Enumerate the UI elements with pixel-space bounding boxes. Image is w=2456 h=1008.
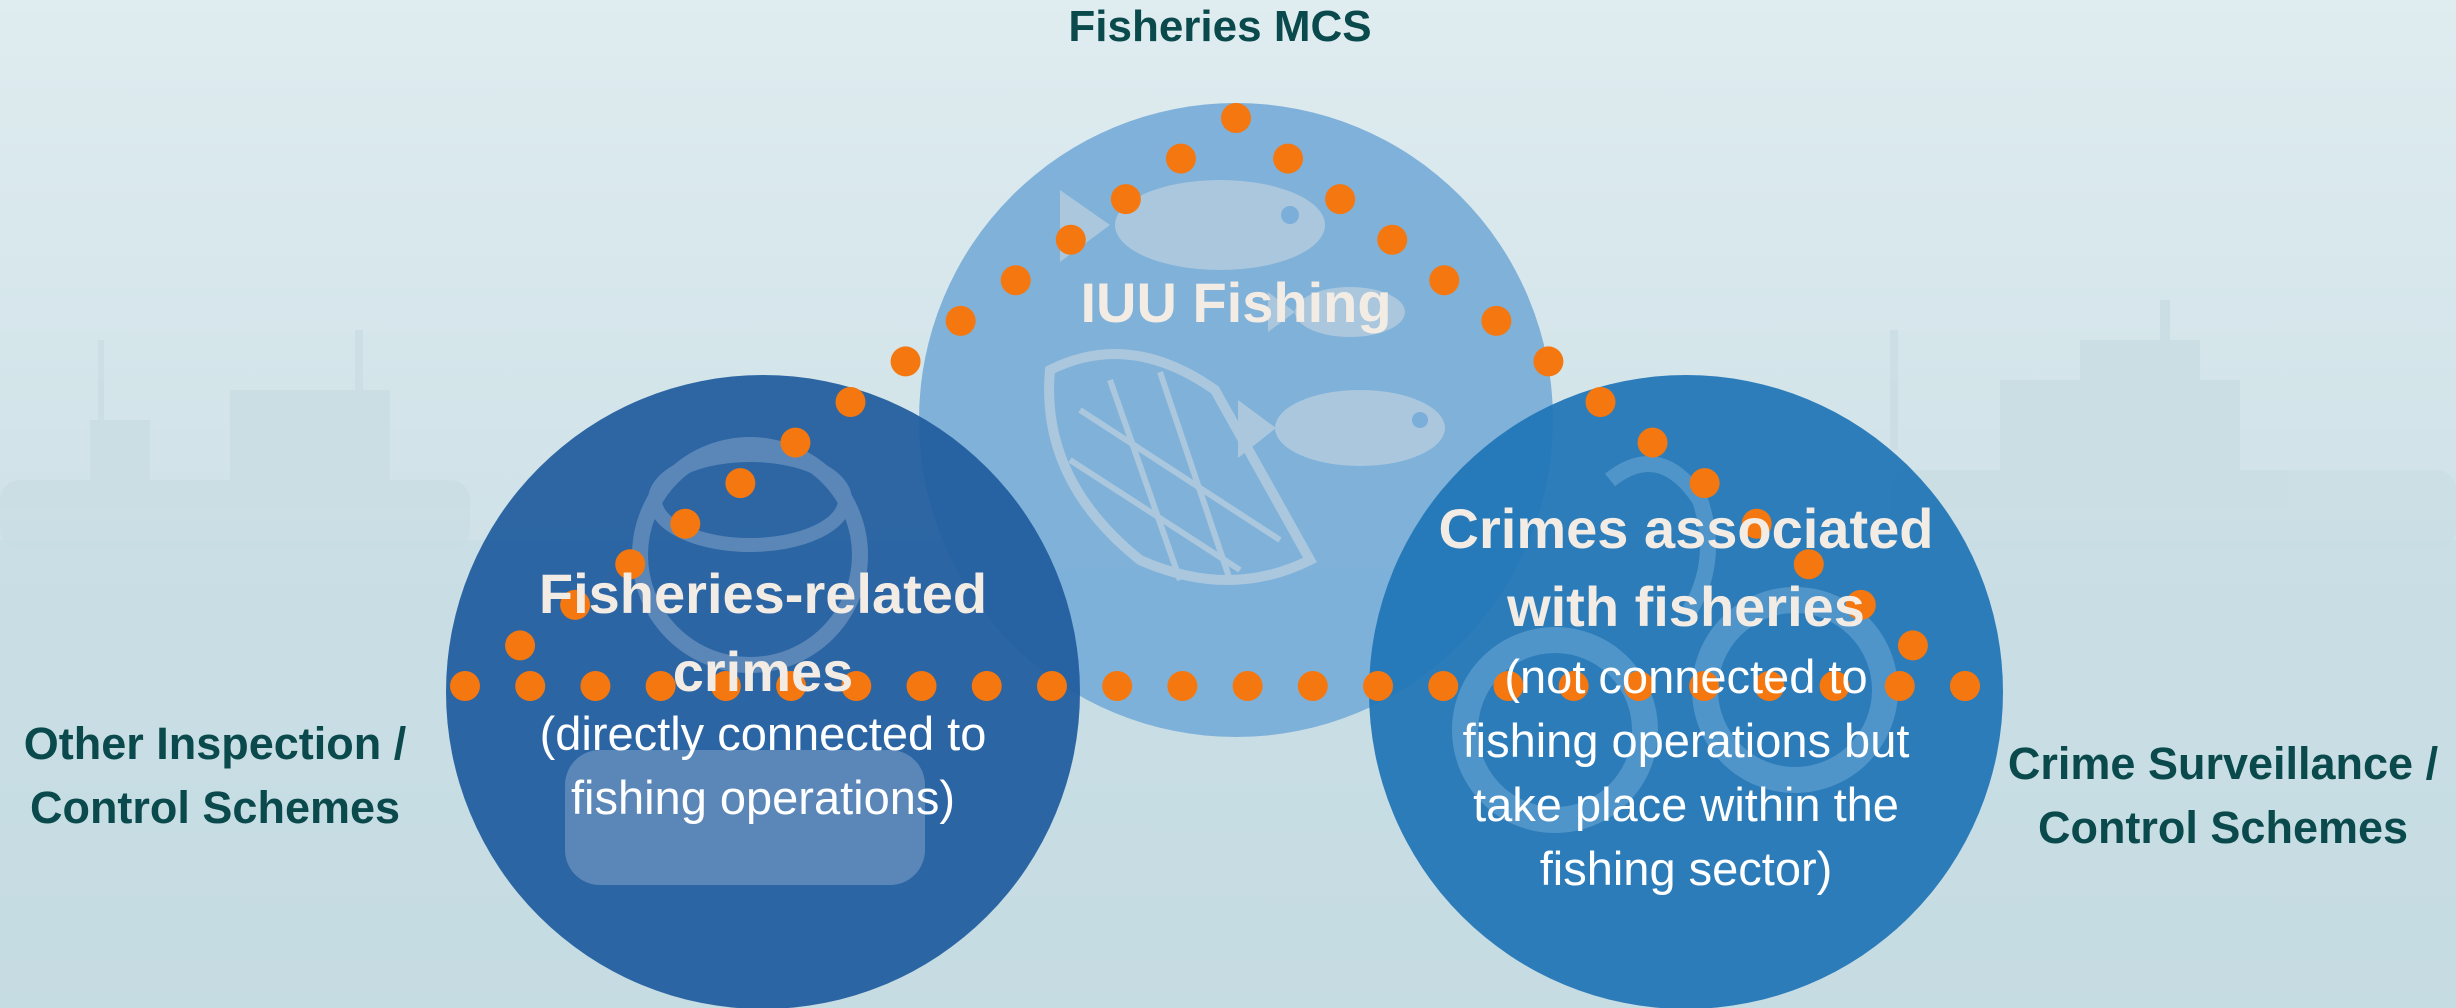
- handcuffs-icon: [1452, 456, 1898, 833]
- label-other-inspection-control: Other Inspection / Control Schemes: [0, 712, 430, 840]
- triangle-dot: [1429, 265, 1460, 296]
- triangle-dot: [1325, 184, 1356, 215]
- crimes-associated-title-line2: with fisheries: [1507, 575, 1865, 638]
- triangle-dot: [1221, 103, 1251, 133]
- triangle-dot: [1055, 224, 1086, 255]
- triangle-dot: [1533, 346, 1564, 377]
- triangle-dot: [1793, 549, 1824, 580]
- triangle-dot: [1000, 265, 1031, 296]
- title-fisheries-mcs: Fisheries MCS: [1068, 2, 1372, 51]
- triangle-dot: [1273, 143, 1304, 174]
- circle-title-fisheries-related: Fisheries-related crimes: [463, 555, 1063, 711]
- triangle-dot: [1167, 671, 1198, 701]
- triangle-dot: [1377, 224, 1408, 255]
- triangle-dot: [1110, 184, 1141, 215]
- crimes-associated-desc-line3: take place within the: [1473, 778, 1899, 831]
- triangle-dot: [580, 671, 611, 701]
- fish-net-icon: [1044, 180, 1445, 585]
- triangle-dot: [1754, 671, 1785, 701]
- triangle-dot: [1585, 387, 1616, 417]
- triangle-dot: [890, 346, 921, 377]
- fisherman-icon: [565, 437, 925, 885]
- fisheries-related-desc-line2: fishing operations): [570, 771, 956, 824]
- triangle-dot: [1363, 671, 1394, 701]
- triangle-dot: [515, 671, 546, 701]
- triangle-dot: [645, 671, 676, 701]
- fisheries-related-title-line2: crimes: [672, 640, 854, 703]
- triangle-dot: [1689, 671, 1720, 701]
- triangle-dot: [1819, 671, 1850, 701]
- triangle-dot: [450, 671, 480, 701]
- triangle-dot: [1741, 508, 1772, 539]
- circle-title-crimes-associated: Crimes associated with fisheries: [1386, 490, 1986, 646]
- triangle-dot: [835, 387, 866, 417]
- label-crime-surveillance-line2: Control Schemes: [2037, 802, 2409, 853]
- triangle-dot: [841, 671, 872, 701]
- circle-crimes-associated: [1369, 375, 2003, 1008]
- triangle-dot: [560, 589, 591, 620]
- background-ship-left-icon: [0, 330, 470, 550]
- triangle-dot: [1428, 671, 1459, 701]
- triangle-dot: [710, 671, 741, 701]
- triangle-dot: [670, 508, 701, 539]
- circle-desc-fisheries-related: (directly connected to fishing operation…: [463, 702, 1063, 830]
- dotted-triangle: [450, 103, 1980, 701]
- triangle-dot: [1950, 671, 1980, 701]
- triangle-dot: [971, 671, 1002, 701]
- fisheries-related-desc-line1: (directly connected to: [539, 707, 987, 760]
- triangle-dot: [776, 671, 807, 701]
- background-ship-right-icon: [1890, 300, 2456, 550]
- triangle-dot: [1102, 671, 1133, 701]
- crimes-associated-desc-line1: (not connected to: [1504, 650, 1868, 703]
- triangle-dot: [1493, 671, 1524, 701]
- circle-desc-crimes-associated: (not connected to fishing operations but…: [1386, 645, 1986, 901]
- triangle-dot: [1232, 671, 1263, 701]
- triangle-dot: [1637, 427, 1668, 458]
- fisheries-related-title-line1: Fisheries-related: [538, 562, 988, 625]
- triangle-dot: [1558, 671, 1589, 701]
- triangle-dot: [725, 468, 756, 499]
- crimes-associated-desc-line4: fishing sector): [1539, 842, 1833, 895]
- triangle-dot: [906, 671, 937, 701]
- triangle-dot: [1165, 143, 1196, 174]
- crimes-associated-desc-line2: fishing operations but: [1462, 714, 1910, 767]
- triangle-dot: [1845, 589, 1876, 620]
- crimes-associated-title-line1: Crimes associated: [1438, 497, 1934, 560]
- triangle-dot: [1897, 630, 1928, 661]
- triangle-dot: [505, 630, 536, 661]
- triangle-dot: [945, 305, 976, 336]
- triangle-dot: [1297, 671, 1328, 701]
- circle-title-iuu-fishing: IUU Fishing: [1080, 271, 1392, 334]
- label-other-inspection-line1: Other Inspection /: [23, 718, 407, 769]
- triangle-dot: [1481, 305, 1512, 336]
- triangle-dot: [1884, 671, 1915, 701]
- label-crime-surveillance-line1: Crime Surveillance /: [2007, 738, 2439, 789]
- triangle-dot: [1623, 671, 1654, 701]
- triangle-dot: [1689, 468, 1720, 499]
- label-crime-surveillance-control: Crime Surveillance / Control Schemes: [1990, 732, 2456, 860]
- triangle-dot: [615, 549, 646, 580]
- triangle-dot: [1036, 671, 1067, 701]
- label-other-inspection-line2: Control Schemes: [29, 782, 401, 833]
- triangle-dot: [780, 427, 811, 458]
